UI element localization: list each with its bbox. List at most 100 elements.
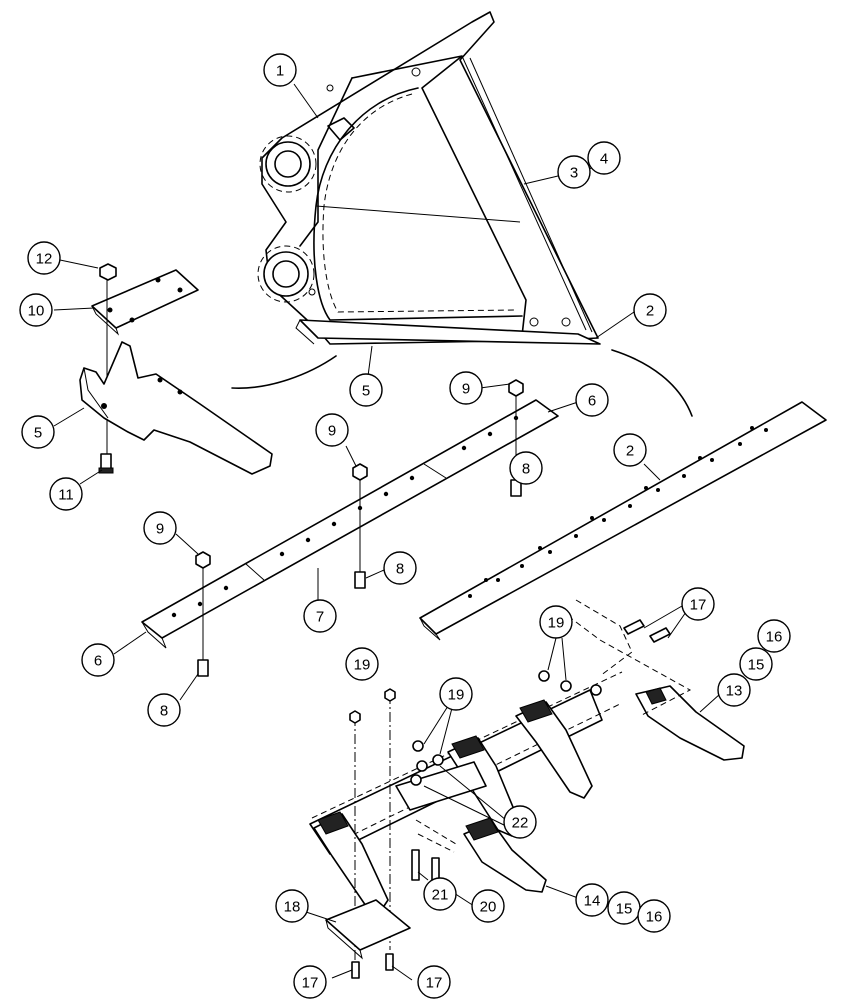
callout-13: 13 <box>717 673 751 707</box>
callout-17: 17 <box>293 965 327 999</box>
callout-label: 11 <box>58 487 74 504</box>
callout-5: 5 <box>349 373 383 407</box>
callout-label: 9 <box>462 381 470 398</box>
callout-label: 10 <box>28 303 45 320</box>
callout-14: 14 <box>575 883 609 917</box>
callout-15: 15 <box>739 647 773 681</box>
callout-circle <box>315 413 349 447</box>
callout-label: 19 <box>548 615 565 632</box>
callout-label: 18 <box>284 899 301 916</box>
callout-16: 16 <box>637 899 671 933</box>
callout-label: 15 <box>616 901 633 918</box>
bolt-8a <box>197 659 209 677</box>
callout-19: 19 <box>345 647 379 681</box>
callout-15: 15 <box>607 891 641 925</box>
callout-circle <box>633 293 667 327</box>
nut-9c <box>508 379 524 397</box>
callout-circle <box>19 293 53 327</box>
bolt-17-lower-b <box>385 953 394 971</box>
callout-circle <box>503 805 537 839</box>
callout-label: 17 <box>690 597 707 614</box>
callout-circle <box>613 433 647 467</box>
callout-label: 15 <box>748 657 765 674</box>
bolt-on-edge-segments <box>141 399 559 649</box>
callout-circle <box>423 877 457 911</box>
callout-circle <box>81 643 115 677</box>
callout-label: 8 <box>396 561 404 578</box>
callout-7: 7 <box>303 599 337 633</box>
callout-circle <box>383 551 417 585</box>
callout-11: 11 <box>49 477 83 511</box>
nut-12 <box>99 263 117 281</box>
callout-bubbles: 1234551210119996688872171916151319192218… <box>19 53 791 999</box>
callout-18: 18 <box>275 889 309 923</box>
callout-9: 9 <box>449 371 483 405</box>
callout-label: 6 <box>588 393 596 410</box>
callout-2: 2 <box>633 293 667 327</box>
callout-19: 19 <box>539 605 573 639</box>
callout-label: 17 <box>302 975 319 992</box>
callout-label: 2 <box>626 443 634 460</box>
callout-label: 7 <box>316 609 324 626</box>
callout-circle <box>275 889 309 923</box>
nut-9a <box>195 551 211 569</box>
callout-circle <box>147 693 181 727</box>
bolt-21 <box>411 849 420 881</box>
callout-6: 6 <box>81 643 115 677</box>
callout-3: 3 <box>557 155 591 189</box>
callout-label: 5 <box>34 425 42 442</box>
callout-label: 9 <box>328 423 336 440</box>
callout-circle <box>757 619 791 653</box>
callout-circle <box>449 371 483 405</box>
bolt-11 <box>98 453 114 474</box>
callout-circle <box>143 511 177 545</box>
callout-label: 5 <box>362 383 370 400</box>
callout-17: 17 <box>417 965 451 999</box>
callout-label: 6 <box>94 653 102 670</box>
callout-5: 5 <box>21 415 55 449</box>
callout-17: 17 <box>681 587 715 621</box>
callout-16: 16 <box>757 619 791 653</box>
callout-circle <box>345 647 379 681</box>
callout-9: 9 <box>315 413 349 447</box>
callout-circle <box>681 587 715 621</box>
callout-label: 9 <box>156 521 164 538</box>
tooth-3 <box>515 699 593 799</box>
callout-label: 22 <box>512 815 529 832</box>
callout-circle <box>509 451 543 485</box>
bolt-17-upper-b <box>649 627 671 643</box>
callout-20: 20 <box>471 889 505 923</box>
callout-label: 20 <box>480 899 497 916</box>
callout-label: 1 <box>276 63 284 80</box>
callout-circle <box>263 53 297 87</box>
callout-8: 8 <box>147 693 181 727</box>
motion-arc-right <box>611 349 693 417</box>
callout-6: 6 <box>575 383 609 417</box>
nut-9b <box>352 463 368 481</box>
callout-19: 19 <box>439 677 473 711</box>
side-cutter-plate <box>79 341 273 475</box>
callout-label: 8 <box>522 461 530 478</box>
callout-circle <box>637 899 671 933</box>
tooth-4 <box>463 817 547 893</box>
callout-label: 12 <box>36 251 53 268</box>
callout-4: 4 <box>587 141 621 175</box>
bolt-17-upper-a <box>623 619 645 635</box>
motion-arc-left <box>231 355 337 389</box>
callout-circle <box>417 965 451 999</box>
bolt-8b <box>354 571 366 589</box>
callout-label: 13 <box>726 683 743 700</box>
callout-21: 21 <box>423 877 457 911</box>
callout-9: 9 <box>143 511 177 545</box>
callout-circle <box>587 141 621 175</box>
callout-circle <box>471 889 505 923</box>
callout-label: 17 <box>426 975 443 992</box>
callout-8: 8 <box>509 451 543 485</box>
adapter-plate-22 <box>395 761 487 811</box>
callout-circle <box>349 373 383 407</box>
callout-circle <box>293 965 327 999</box>
nut-19b <box>384 688 396 702</box>
bolt-17-lower-a <box>351 961 360 979</box>
